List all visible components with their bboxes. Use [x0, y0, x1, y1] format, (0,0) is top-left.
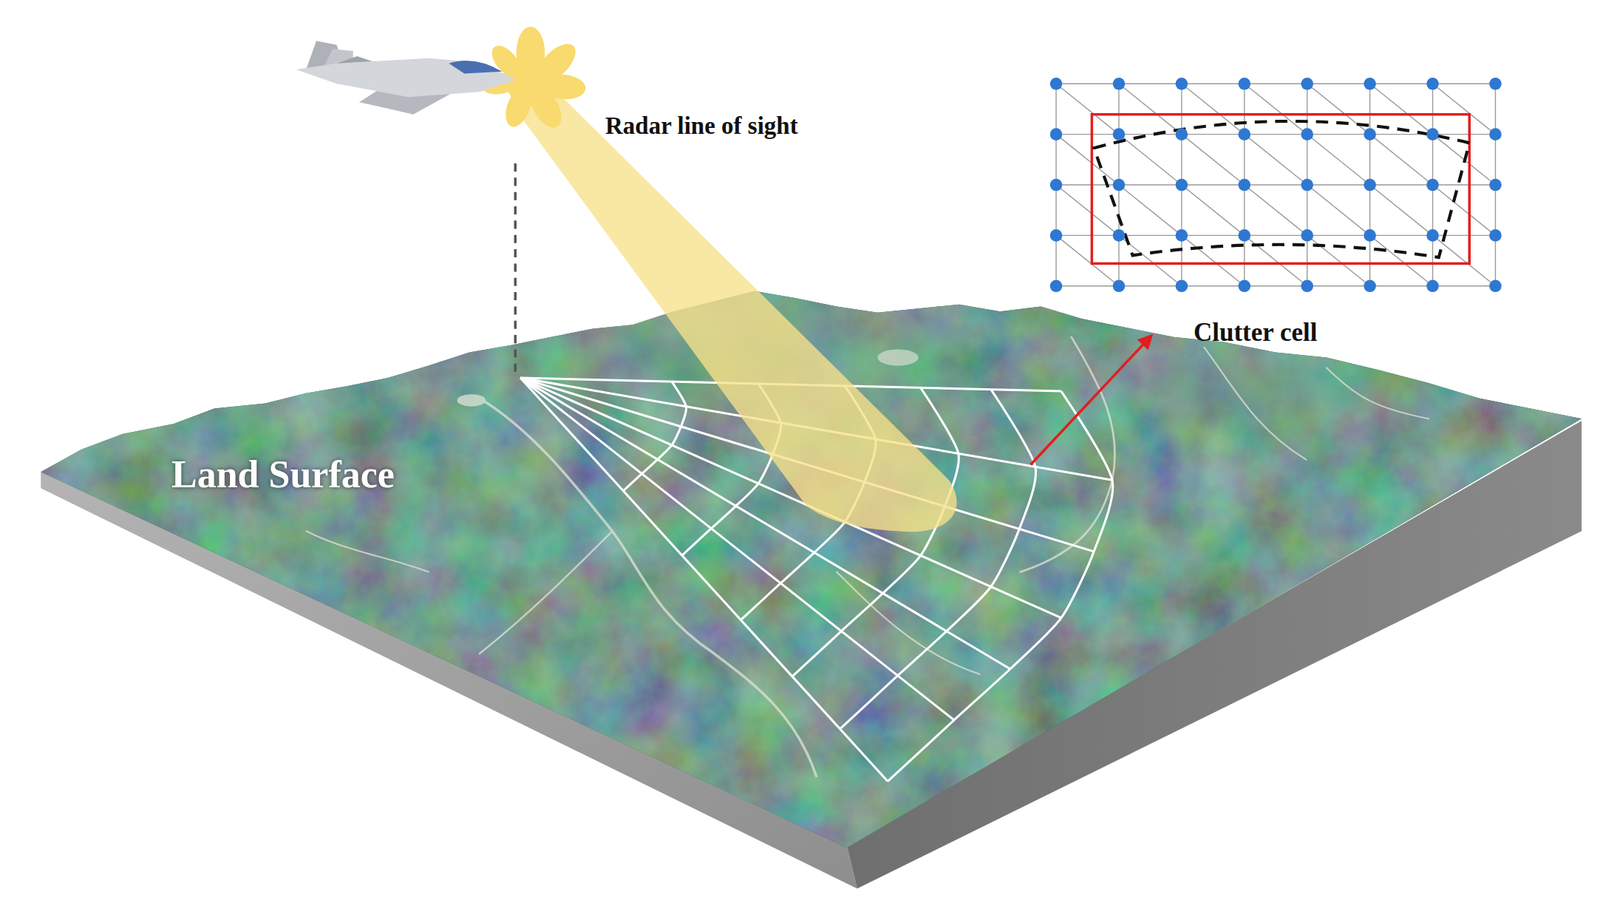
grid-point [1489, 178, 1502, 192]
grid-point [1300, 178, 1314, 192]
grid-line [1307, 134, 1371, 185]
aircraft-part [336, 56, 373, 64]
grid-point [1426, 279, 1439, 292]
grid-line [1370, 134, 1433, 185]
grid-point [1112, 279, 1126, 292]
grid-point [1363, 279, 1377, 292]
grid-point [1112, 77, 1126, 91]
grid-point [1300, 279, 1314, 292]
grid-point [1050, 279, 1063, 292]
beam-label: Radar line of sight [605, 112, 799, 141]
radar-beam-part [509, 93, 957, 532]
grid-point [1300, 229, 1314, 242]
terrain-block-part-part-part [1326, 367, 1429, 419]
grid-line [1432, 83, 1496, 134]
grid-point [1175, 127, 1189, 141]
grid-line [1244, 235, 1308, 286]
grid-point [1175, 279, 1189, 292]
grid-line [1181, 184, 1245, 236]
grid-line [1181, 83, 1245, 134]
grid-line [1181, 134, 1245, 185]
terrain-block-part-part-part [457, 393, 487, 407]
grid-point [1238, 279, 1252, 292]
grid-point [1175, 178, 1189, 192]
cell-bounding-box [1091, 114, 1470, 264]
terrain-block-part-part-part [305, 530, 429, 572]
grid-line [1307, 184, 1371, 236]
grid-point [1300, 77, 1314, 91]
aircraft [295, 40, 516, 114]
terrain-block-part-part-part [1203, 347, 1306, 460]
grid-point [1175, 229, 1189, 242]
grid-line [1056, 184, 1119, 236]
grid-line [1056, 134, 1119, 185]
grid-line [1244, 83, 1308, 134]
grid-line [1432, 184, 1496, 236]
nadir-line [514, 163, 517, 374]
grid-line [1370, 235, 1433, 286]
grid-point [1112, 229, 1126, 242]
grid-point [1489, 77, 1502, 91]
grid-line [1307, 235, 1371, 286]
pointer-arrow [1030, 335, 1152, 465]
grid-line [1181, 235, 1245, 286]
grid-line [1118, 83, 1182, 134]
range-arc [887, 390, 1113, 782]
grid-point [1363, 77, 1377, 91]
aircraft-part [449, 60, 503, 74]
grid-line [1056, 83, 1119, 134]
grid-point [1426, 77, 1439, 91]
grid-point [1112, 127, 1126, 141]
terrain-block-part-part-part [877, 348, 918, 366]
grid-point [1489, 229, 1502, 242]
grid-point [1489, 127, 1502, 141]
grid-point [1050, 77, 1063, 91]
grid-point [1363, 229, 1377, 242]
grid-point [1175, 77, 1189, 91]
grid-point [1363, 178, 1377, 192]
grid-line [1118, 184, 1182, 236]
grid-line [1370, 184, 1433, 236]
terrain-block-part-part-part [836, 572, 980, 674]
clutter-cell-inset [1050, 77, 1502, 292]
grid-line [1056, 235, 1119, 286]
grid-line [1244, 134, 1308, 185]
cell-outline [1093, 121, 1470, 258]
grid-point [1238, 229, 1252, 242]
inset-label: Clutter cell [1193, 317, 1317, 348]
antenna-lobe-part [506, 56, 556, 106]
grid-point [1050, 127, 1063, 141]
terrain-block-part-part-part [479, 530, 612, 654]
terrain-block-part-part [1091, 336, 1459, 439]
grid-line [1244, 184, 1308, 236]
grid-point [1050, 229, 1063, 242]
radar-beam [509, 93, 957, 532]
grid-line [1432, 235, 1496, 286]
grid-point [1112, 178, 1126, 192]
grid-line [1307, 83, 1371, 134]
grid-point [1426, 127, 1439, 141]
terrain-block-part-part-part [479, 398, 817, 776]
grid-point [1363, 127, 1377, 141]
grid-point [1300, 127, 1314, 141]
grid-point [1238, 77, 1252, 91]
range-arc [623, 381, 686, 491]
grid-point [1426, 229, 1439, 242]
grid-point [1050, 178, 1063, 192]
aircraft-part [295, 58, 516, 97]
grid-point [1238, 178, 1252, 192]
surface-label: Land Surface [171, 452, 395, 497]
grid-line [1118, 134, 1182, 185]
grid-point [1238, 127, 1252, 141]
grid-point [1426, 178, 1439, 192]
grid-point [1489, 279, 1502, 292]
